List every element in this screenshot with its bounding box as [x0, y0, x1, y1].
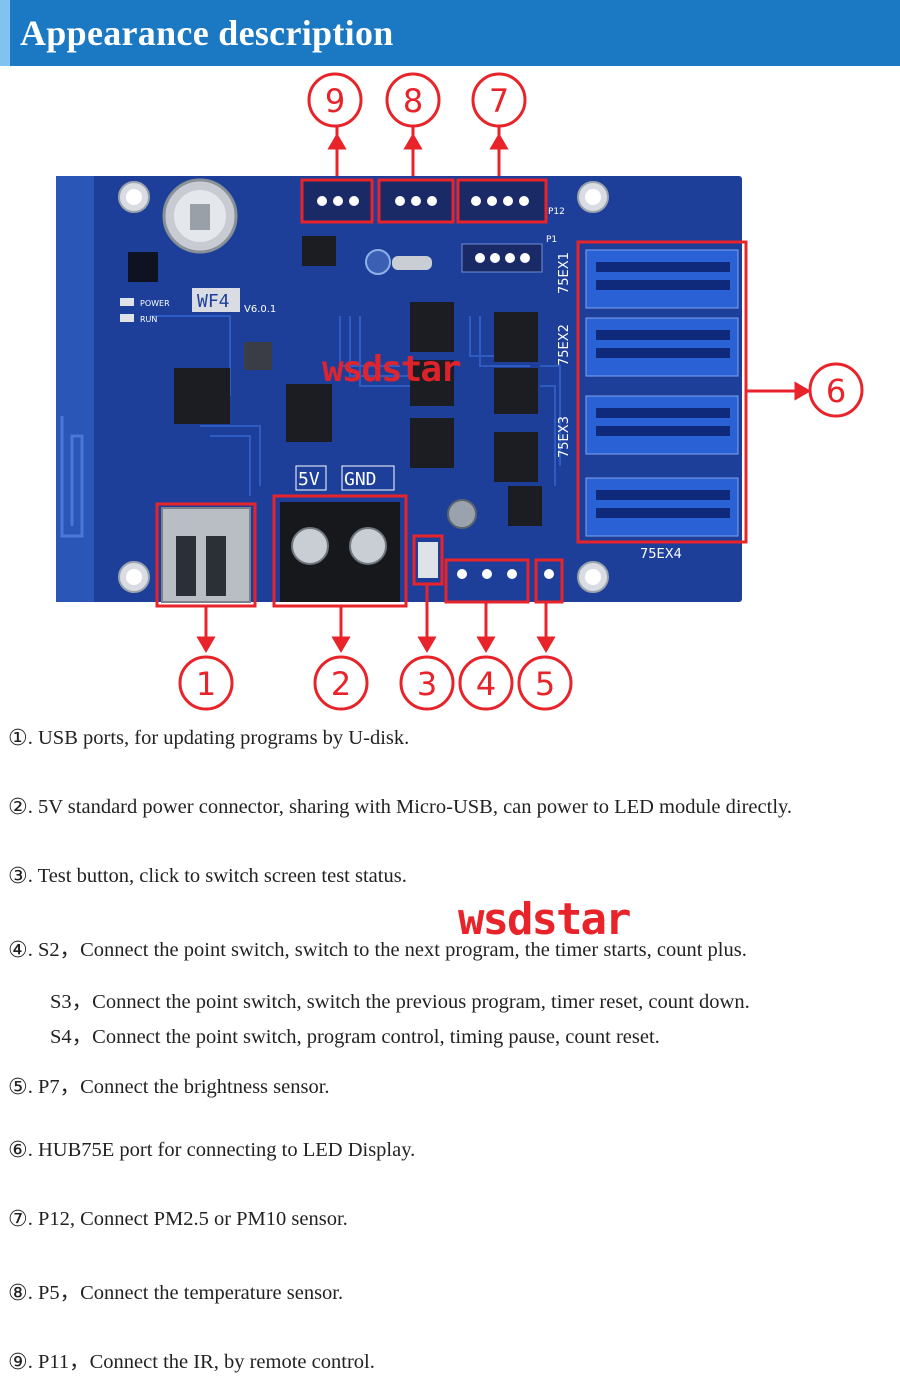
board-figure: WF4 V6.0.1 POWER RUN P12 P1 75EX1 75EX2: [0, 66, 900, 716]
desc-text-7: . P12, Connect PM2.5 or PM10 sensor.: [27, 1208, 348, 1230]
desc-num-9: ⑨: [8, 1350, 28, 1375]
desc-item-9: ⑨. P11，Connect the IR, by remote control…: [8, 1344, 375, 1375]
desc-text-1: . USB ports, for updating programs by U-…: [27, 727, 410, 749]
ex3-label: 75EX3: [557, 416, 572, 458]
desc-num-4: ④: [8, 938, 28, 963]
desc-text-6: . HUB75E port for connecting to LED Disp…: [27, 1139, 416, 1161]
terminal-screw: [349, 527, 387, 565]
desc-text-5: . P7，Connect the brightness sensor.: [27, 1076, 330, 1098]
capacitor: [447, 499, 477, 529]
chip-u19: [494, 432, 538, 482]
board-power-label: POWER: [140, 299, 170, 308]
desc-item-8: ⑧. P5，Connect the temperature sensor.: [8, 1275, 343, 1306]
desc-item-4-s3: S3，Connect the point switch, switch the …: [50, 984, 750, 1014]
callout-circles: [178, 72, 864, 711]
terminal-screw: [291, 527, 329, 565]
desc-num-2: ②: [8, 795, 28, 820]
chip-u18: [494, 368, 538, 414]
desc-item-2: ②. 5V standard power connector, sharing …: [8, 795, 792, 820]
header-accent-strip: [0, 0, 10, 66]
desc-text-3: . Test button, click to switch screen te…: [27, 865, 407, 887]
desc-text-8: . P5，Connect the temperature sensor.: [27, 1282, 344, 1304]
desc-text-4-s4: S4，Connect the point switch, program con…: [50, 1026, 660, 1048]
board-watermark: wsdstar: [322, 349, 462, 390]
p12-label: P12: [548, 207, 565, 217]
antenna-trace: [60, 416, 84, 538]
desc-text-9: . P11，Connect the IR, by remote control.: [27, 1351, 375, 1373]
callout-4: 4: [476, 665, 496, 703]
hub75-port-1: [585, 249, 739, 309]
desc-item-3: ③. Test button, click to switch screen t…: [8, 864, 407, 889]
regulator: [508, 486, 542, 526]
test-button: [418, 542, 438, 578]
desc-item-6: ⑥. HUB75E port for connecting to LED Dis…: [8, 1138, 415, 1163]
gnd-label: GND: [344, 469, 377, 490]
chip-u17: [494, 312, 538, 362]
desc-text-2: . 5V standard power connector, sharing w…: [27, 796, 793, 818]
text-watermark: wsdstar: [458, 894, 631, 945]
hub75-port-2: [585, 317, 739, 377]
desc-text-4-s3: S3，Connect the point switch, switch the …: [50, 991, 750, 1013]
led-power: [120, 298, 134, 306]
callout-3: 3: [417, 665, 437, 703]
ex1-label: 75EX1: [557, 252, 572, 294]
pcb-left-edge: [56, 176, 94, 602]
callout-9: 9: [325, 82, 345, 120]
callout-2: 2: [331, 665, 351, 703]
callout-numbers: 9 8 7 6 1 2 3 4 5: [196, 82, 846, 703]
mcu-chip: [174, 368, 230, 424]
callout-8: 8: [403, 82, 423, 120]
desc-item-7: ⑦. P12, Connect PM2.5 or PM10 sensor.: [8, 1207, 348, 1232]
5v-label: 5V: [298, 469, 320, 490]
desc-num-3: ③: [8, 864, 28, 889]
jumper: [128, 252, 158, 282]
callout-6: 6: [826, 372, 846, 410]
page-header: Appearance description: [0, 0, 900, 66]
hub75-ports: [585, 249, 739, 537]
hub75-port-3: [585, 395, 739, 455]
desc-item-4: ④. S2，Connect the point switch, switch t…: [8, 932, 747, 963]
desc-item-5: ⑤. P7，Connect the brightness sensor.: [8, 1069, 330, 1100]
ex2-label: 75EX2: [557, 324, 572, 366]
led-run: [120, 314, 134, 322]
chip-u15: [410, 360, 454, 406]
callout-5: 5: [535, 665, 555, 703]
hub75-port-4: [585, 477, 739, 537]
desc-text-4: . S2，Connect the point switch, switch to…: [27, 939, 747, 961]
pcb-board: [56, 176, 742, 602]
chip-u16: [410, 302, 454, 352]
chip-u13: [410, 418, 454, 468]
capacitor: [365, 249, 391, 275]
desc-num-8: ⑧: [8, 1281, 28, 1306]
desc-item-1: ①. USB ports, for updating programs by U…: [8, 726, 409, 751]
desc-num-1: ①: [8, 726, 28, 751]
p1-label: P1: [546, 235, 557, 245]
hub75-pins: [596, 262, 730, 518]
chip-u9: [302, 236, 336, 266]
chip-u11: [286, 384, 332, 442]
ex4-label: 75EX4: [640, 547, 682, 562]
desc-num-5: ⑤: [8, 1075, 28, 1100]
board-diagram: WF4 V6.0.1 POWER RUN P12 P1 75EX1 75EX2: [56, 72, 864, 711]
callout-7: 7: [489, 82, 509, 120]
board-run-label: RUN: [140, 315, 157, 324]
desc-num-7: ⑦: [8, 1207, 28, 1232]
board-version-label: V6.0.1: [244, 304, 276, 315]
crystal: [392, 256, 432, 270]
p7-pad-outline: [534, 558, 564, 604]
page-title: Appearance description: [20, 13, 394, 53]
desc-item-4-s4: S4，Connect the point switch, program con…: [50, 1019, 660, 1049]
desc-num-6: ⑥: [8, 1138, 28, 1163]
inductor: [244, 342, 272, 370]
callout-1: 1: [196, 665, 216, 703]
board-model-label: WF4: [197, 291, 230, 312]
callout-arrows: [196, 126, 811, 653]
